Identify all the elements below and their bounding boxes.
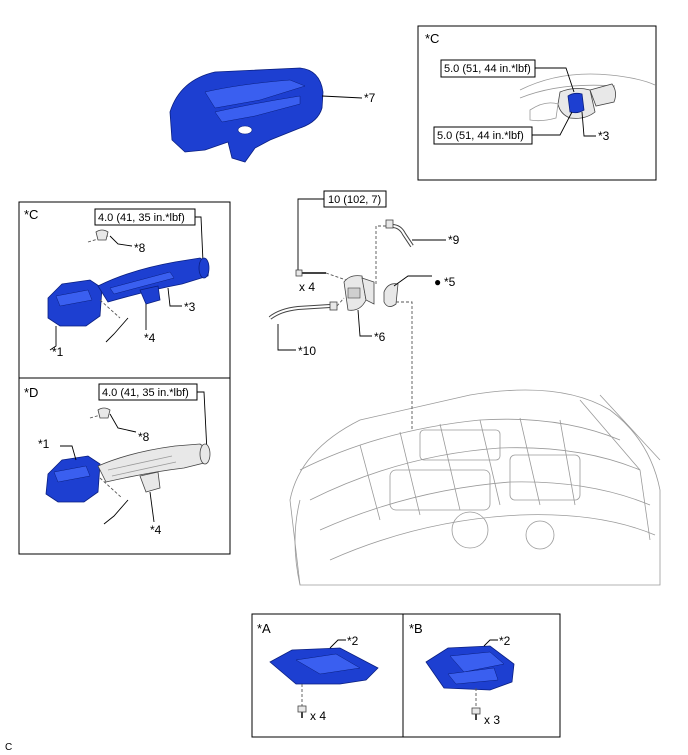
callout-8-c: *8 [134,241,146,255]
panel-a-label: *A [257,621,271,636]
torque-c-top-1: 5.0 (51, 44 in.*lbf) [444,63,531,75]
callout-6: *6 [374,330,386,344]
hose-9 [385,219,414,248]
callout-1-d: *1 [38,437,50,451]
callout-3-top: *3 [598,129,610,143]
panel-d-frame [18,377,231,555]
callout-4-d: *4 [150,523,162,537]
callout-2-b: *2 [499,634,511,648]
panel-b-frame [402,613,561,738]
callout-9: *9 [448,233,460,247]
qty-x3-b: x 3 [484,713,500,727]
panel-d-label: *D [24,385,38,400]
callout-8-d: *8 [138,430,150,444]
callout-10: *10 [298,344,316,358]
torque-c-top-2: 5.0 (51, 44 in.*lbf) [437,130,524,142]
callout-5: *5 [444,275,456,289]
torque-box-c-top-1 [440,59,536,78]
callout-2-a: *2 [347,634,359,648]
gasket-5 [383,283,399,307]
panel-b-label: *B [409,621,423,636]
panel-c-left-label: *C [24,207,38,222]
callout-3-c: *3 [184,300,196,314]
callout-1-c: *1 [52,345,64,359]
callout-7: *7 [364,91,376,105]
hose-10 [268,301,338,320]
air-cleaner-assembly-d [45,443,211,503]
qty-x4-a: x 4 [310,709,326,723]
engine-under-cover-b [425,645,515,691]
intake-connector-detail [519,73,656,122]
throttle-body-6 [343,275,375,311]
bolt-center [295,269,326,277]
bolt-b [471,707,481,720]
torque-center: 10 (102, 7) [328,194,381,206]
bolt-a [297,705,307,718]
torque-box-c-top-2 [433,126,533,145]
engine-cover-7: *7 [169,67,376,163]
panel-c-top-label: *C [425,31,439,46]
air-cleaner-assembly-c [47,257,210,327]
engine-bay-illustration [289,389,661,586]
panel-c-top-frame [417,25,657,181]
callout-4-c: *4 [144,331,156,345]
qty-x4-center: x 4 [299,280,315,294]
engine-under-cover-a [269,647,379,685]
torque-c-left: 4.0 (41, 35 in.*lbf) [98,212,185,224]
non-reusable-5: ● [434,275,441,289]
torque-d: 4.0 (41, 35 in.*lbf) [102,387,189,399]
figure-code: C [5,742,12,753]
